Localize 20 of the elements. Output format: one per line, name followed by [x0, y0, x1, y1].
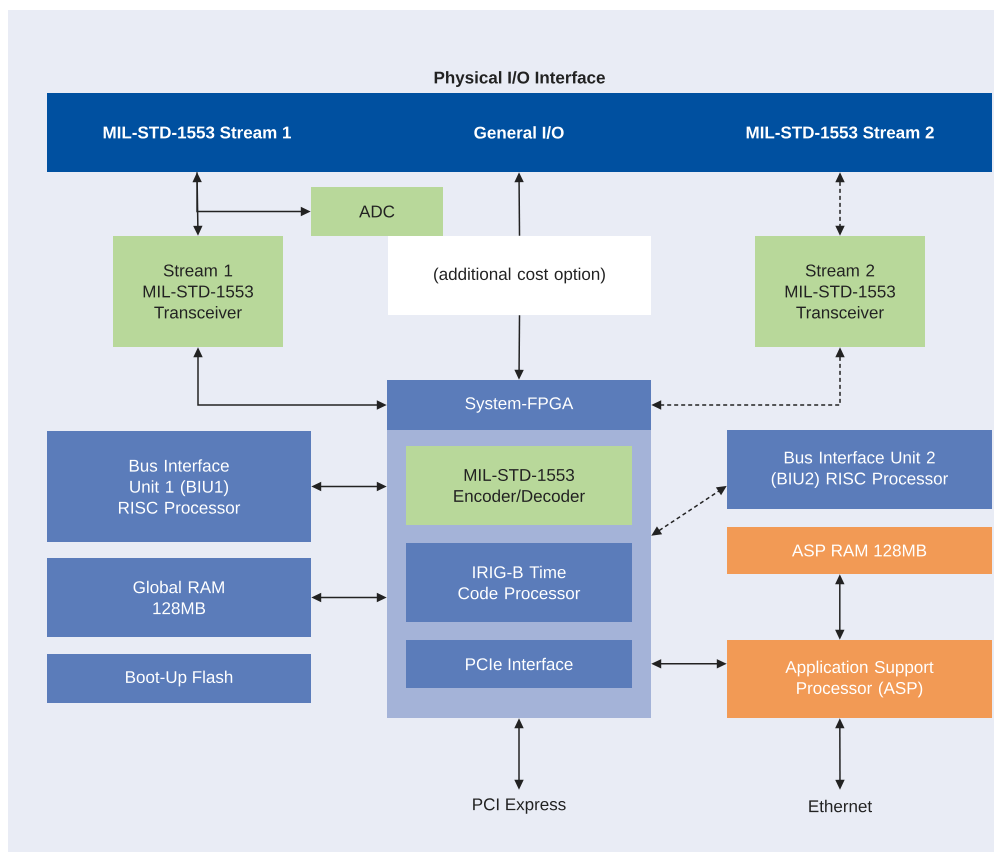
process-box: Bus Interface Unit 2 (BIU2) RISC Processor	[727, 430, 992, 509]
bar-label: MIL-STD-1553 Stream 2	[746, 126, 934, 139]
memory-box: ASP RAM 128MB	[727, 527, 992, 574]
port-label: Ethernet	[809, 800, 872, 812]
process-box: PCIe Interface	[406, 640, 632, 688]
node-label: Physical I/O Interface	[434, 71, 605, 87]
memory-box: Global RAM 128MB	[47, 558, 311, 637]
process-box: MIL-STD-1553 Encoder/Decoder	[406, 446, 632, 525]
process-box: Application Support Processor (ASP)	[727, 640, 992, 718]
process-box: ADC	[311, 187, 443, 236]
fpga-header: System-FPGA	[387, 380, 651, 430]
memory-box: Boot-Up Flash	[47, 654, 311, 703]
process-box: Bus Interface Unit 1 (BIU1) RISC Processor	[47, 431, 311, 542]
bar-label: General I/O	[474, 126, 564, 139]
option-box: (additional cost option)	[388, 236, 651, 315]
process-box: IRIG-B Time Code Processor	[406, 543, 632, 622]
process-box: Stream 2 MIL-STD-1553 Transceiver	[755, 236, 925, 347]
process-box: Stream 1 MIL-STD-1553 Transceiver	[113, 236, 283, 347]
port-label: PCI Express	[473, 798, 566, 814]
bar-label: MIL-STD-1553 Stream 1	[104, 126, 291, 139]
